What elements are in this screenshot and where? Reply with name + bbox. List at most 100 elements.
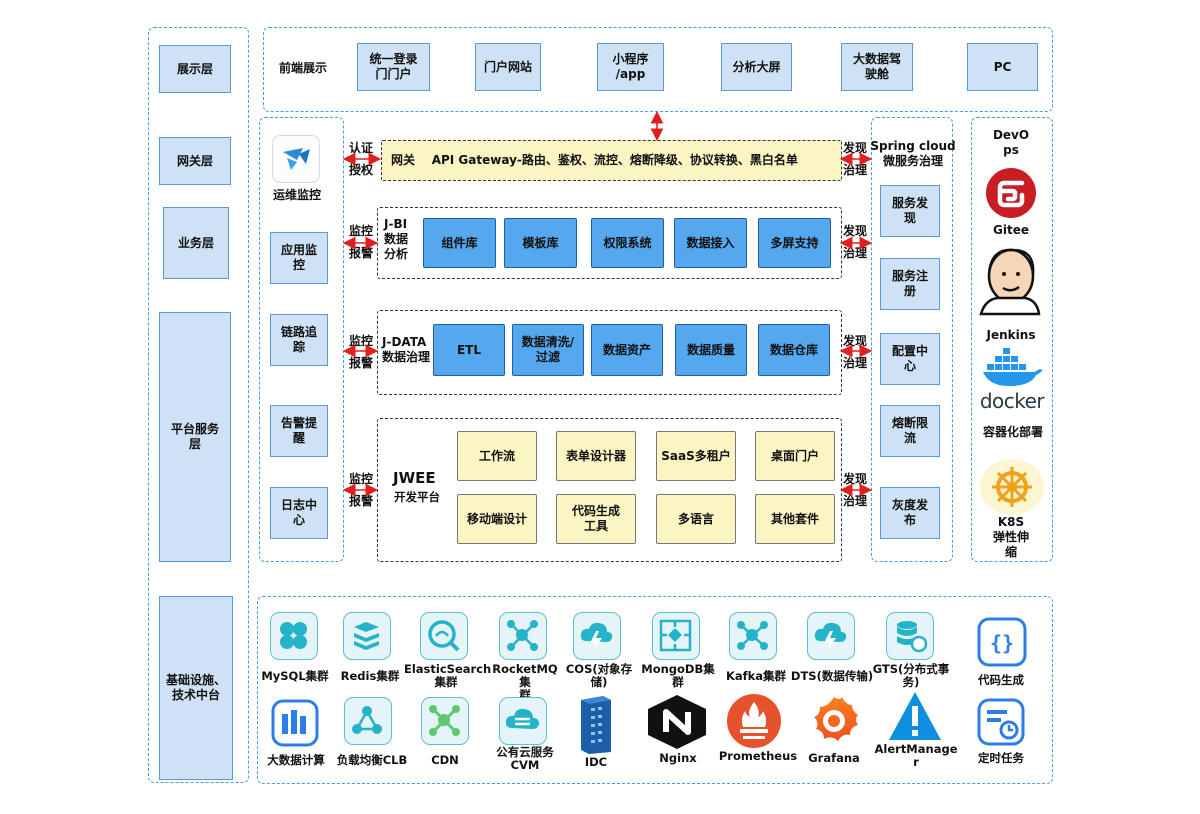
codegen-icon: {} [976, 616, 1027, 667]
devops-title: DevO ps [992, 128, 1030, 157]
jwee-item-desktop-portal: 桌面门户 [755, 431, 835, 481]
jdata-right-label: 发现 治理 [843, 334, 868, 370]
jwee-item-saas: SaaS多租户 [656, 431, 736, 481]
jdata-item-quality: 数据质量 [675, 324, 747, 376]
docker-wordmark: docker [979, 389, 1045, 413]
layer-infra: 基础设施、 技术中台 [159, 596, 233, 780]
layer-column [148, 27, 249, 783]
docker-icon [981, 348, 1045, 386]
jwee-item-i18n: 多语言 [656, 494, 736, 544]
frontend-item-portal-site: 门户网站 [475, 43, 541, 91]
infra-label-cdn: CDN [431, 753, 459, 767]
cvm-icon [499, 697, 547, 745]
kafka-icon [729, 612, 777, 660]
gitee-icon [985, 167, 1037, 219]
infra-label-nginx: Nginx [659, 751, 697, 765]
jbi-title: J-BI 数据 分析 [384, 217, 409, 261]
rocketmq-icon [499, 612, 547, 660]
elasticsearch-icon [420, 612, 468, 660]
jbi-item-data-access: 数据接入 [674, 218, 747, 268]
spring-item-config: 配置中 心 [880, 333, 940, 385]
spring-item-discovery: 服务发 现 [880, 185, 940, 237]
cdn-icon [421, 697, 469, 745]
jdata-item-cleansing: 数据清洗/ 过滤 [512, 324, 584, 376]
gitee-label: Gitee [993, 223, 1029, 237]
jbi-item-multiscreen: 多屏支持 [758, 218, 831, 268]
infra-label-clb: 负载均衡CLB [336, 753, 408, 767]
ops-monitor-label: 运维监控 [272, 188, 321, 202]
jbi-right-label: 发现 治理 [843, 224, 868, 260]
dts-icon [807, 612, 855, 660]
spring-item-registry: 服务注 册 [880, 258, 940, 310]
k8s-label: K8S 弹性伸 缩 [992, 515, 1029, 559]
k8s-icon [979, 458, 1045, 516]
infra-label-alertmanager: AlertManage r [874, 742, 958, 769]
infra-label-idc: IDC [584, 755, 608, 769]
frontend-item-pc: PC [967, 43, 1038, 91]
docker-label: 容器化部署 [982, 425, 1043, 439]
infra-label-codegen: 代码生成 [978, 673, 1024, 687]
alertmanager-icon [887, 690, 943, 742]
jwee-right-label: 发现 治理 [843, 472, 868, 508]
frontend-item-analysis-screen: 分析大屏 [721, 43, 792, 91]
monitor-container [259, 117, 344, 562]
infra-label-mysql: MySQL集群 [261, 669, 329, 683]
jenkins-icon [977, 244, 1043, 316]
devops-container [971, 117, 1053, 562]
spring-title: Spring cloud 微服务治理 [870, 139, 956, 168]
gts-icon [886, 612, 934, 660]
scheduler-icon [976, 697, 1026, 747]
cos-icon [573, 612, 621, 660]
infra-label-cvm: 公有云服务 CVM [496, 745, 554, 772]
ops-monitor-icon [272, 135, 320, 183]
nginx-icon [646, 694, 708, 750]
infra-label-elasticsearch: ElasticSearch 集群 [404, 662, 492, 689]
jbi-item-components: 组件库 [423, 218, 496, 268]
jwee-item-codegen: 代码生成 工具 [556, 494, 636, 544]
jwee-left-label: 监控 报警 [349, 472, 374, 508]
layer-platform: 平台服务 层 [159, 312, 231, 562]
jwee-item-mobile-design: 移动端设计 [457, 494, 537, 544]
bigdata-icon [270, 698, 320, 748]
spring-item-gray-release: 灰度发 布 [880, 487, 940, 539]
frontend-label: 前端展示 [278, 61, 327, 75]
infra-label-grafana: Grafana [808, 751, 860, 765]
layer-gateway: 网关层 [159, 137, 231, 185]
gateway-left-label: 认证 授权 [349, 141, 374, 177]
jbi-item-permission: 权限系统 [591, 218, 664, 268]
monitor-item-log: 日志中 心 [270, 487, 328, 539]
frontend-item-cockpit: 大数据驾 驶舱 [841, 43, 913, 91]
infra-label-dts: DTS(数据传输) [790, 669, 874, 683]
monitor-item-alert: 告警提 醒 [270, 405, 328, 457]
jwee-subtitle: 开发平台 [394, 490, 440, 504]
spring-container [871, 117, 953, 562]
infra-label-mongodb: MongoDB集 群 [641, 662, 715, 689]
jdata-item-warehouse: 数据仓库 [758, 324, 830, 376]
infra-label-kafka: Kafka集群 [725, 669, 787, 683]
jdata-item-assets: 数据资产 [591, 324, 663, 376]
infra-label-rocketmq: RocketMQ集 群 [492, 662, 558, 702]
layer-business: 业务层 [163, 207, 229, 279]
frontend-item-login-portal: 统一登录 门门户 [357, 43, 430, 91]
mongodb-icon [652, 612, 700, 660]
jwee-title: JWEE [393, 469, 436, 487]
infra-label-bigdata: 大数据计算 [267, 753, 325, 767]
jdata-title: J-DATA 数据治理 [382, 335, 431, 364]
grafana-icon [806, 693, 862, 749]
frontend-item-miniapp: 小程序 /app [597, 43, 664, 91]
jenkins-label: Jenkins [986, 328, 1036, 342]
infra-label-cos: COS(对象存 储) [565, 662, 633, 689]
monitor-item-trace: 链路追 踪 [270, 314, 328, 366]
prometheus-icon [726, 693, 782, 749]
jdata-left-label: 监控 报警 [349, 334, 374, 370]
layer-display: 展示层 [159, 45, 231, 93]
jwee-item-form-designer: 表单设计器 [556, 431, 636, 481]
jwee-item-workflow: 工作流 [457, 431, 537, 481]
mysql-icon [270, 612, 318, 660]
monitor-item-app: 应用监 控 [270, 232, 328, 284]
gateway-bar: 网关 API Gateway-路由、鉴权、流控、熔断降级、协议转换、黑白名单 [381, 140, 842, 181]
idc-icon [577, 694, 613, 754]
clb-icon [344, 697, 392, 745]
jwee-item-others: 其他套件 [755, 494, 835, 544]
jdata-item-etl: ETL [433, 324, 505, 376]
